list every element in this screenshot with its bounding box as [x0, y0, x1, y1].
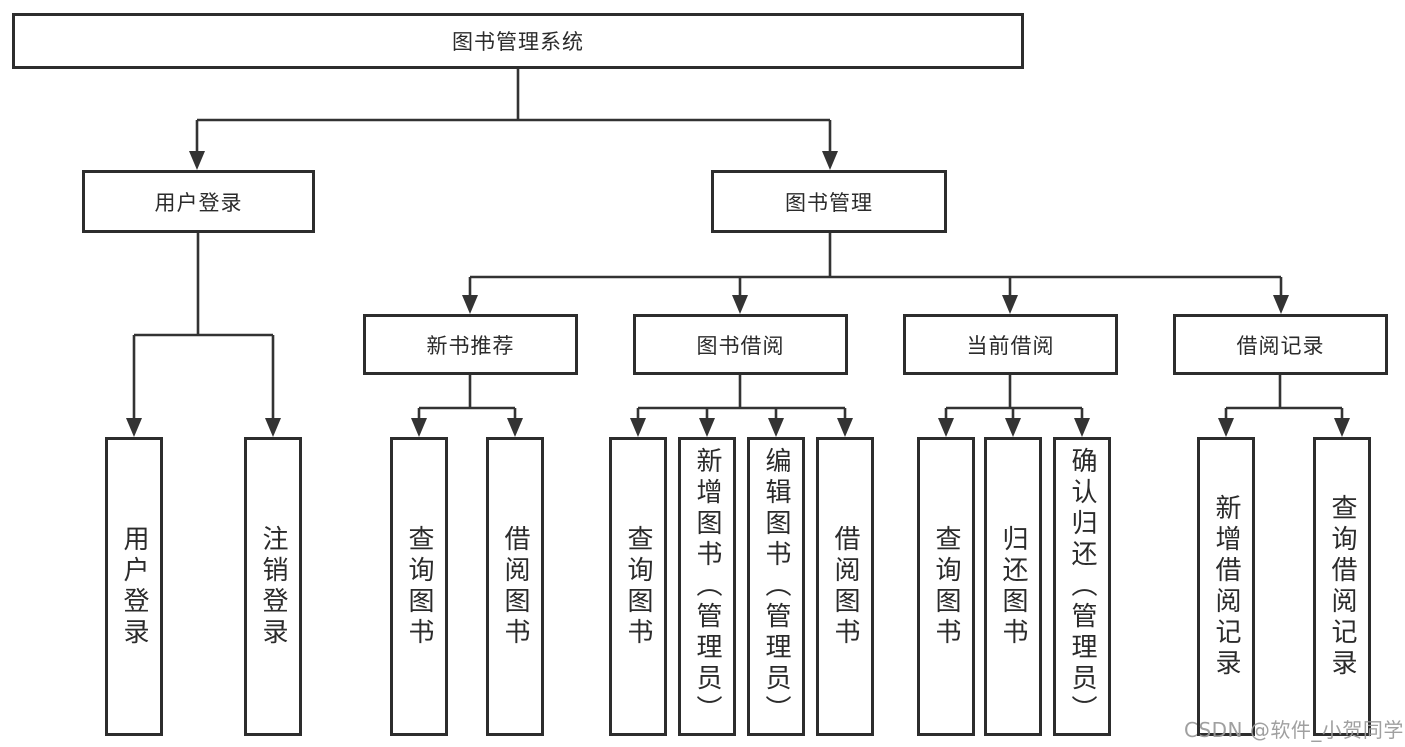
node-label: 借阅图书 [830, 524, 860, 649]
node-label: 查询借阅记录 [1327, 493, 1357, 680]
arrowheads-group [126, 151, 1350, 437]
node-label: 新书推荐 [426, 333, 515, 358]
node-leaf-query-book-cb: 查询图书 [917, 437, 975, 736]
node-leaf-query-borrow-record: 查询借阅记录 [1313, 437, 1371, 736]
node-borrow-records: 借阅记录 [1173, 314, 1388, 375]
node-label: 图书管理 [785, 190, 873, 215]
node-leaf-query-book-rec: 查询图书 [390, 437, 448, 736]
node-label: 用户登录 [154, 190, 243, 215]
node-leaf-edit-book: 编辑图书（管理员） [747, 437, 805, 736]
node-new-book-recommend: 新书推荐 [363, 314, 578, 375]
node-leaf-query-book-bb: 查询图书 [609, 437, 667, 736]
node-current-borrow: 当前借阅 [903, 314, 1118, 375]
node-root: 图书管理系统 [12, 13, 1024, 69]
node-label: 确认归还（管理员） [1067, 447, 1097, 726]
node-book-management: 图书管理 [711, 170, 947, 233]
node-label: 编辑图书（管理员） [761, 447, 791, 726]
node-leaf-borrow-book-bb: 借阅图书 [816, 437, 874, 736]
node-leaf-logout: 注销登录 [244, 437, 302, 736]
node-label: 新增图书（管理员） [692, 447, 722, 726]
node-label: 新增借阅记录 [1211, 493, 1241, 680]
node-label: 用户登录 [119, 524, 149, 649]
node-leaf-borrow-book-rec: 借阅图书 [486, 437, 544, 736]
node-label: 注销登录 [258, 524, 288, 649]
node-label: 查询图书 [623, 524, 653, 649]
node-label: 当前借阅 [966, 333, 1055, 358]
node-label: 借阅图书 [500, 524, 530, 649]
node-leaf-return-book: 归还图书 [984, 437, 1042, 736]
csdn-watermark: CSDN @软件_小贺同学 [1184, 718, 1404, 742]
node-label: 借阅记录 [1236, 333, 1325, 358]
node-label: 图书管理系统 [452, 30, 584, 54]
node-leaf-add-borrow-record: 新增借阅记录 [1197, 437, 1255, 736]
node-user-login: 用户登录 [82, 170, 315, 233]
node-book-borrow: 图书借阅 [633, 314, 848, 375]
node-leaf-add-book: 新增图书（管理员） [678, 437, 736, 736]
node-label: 图书借阅 [696, 333, 785, 358]
node-label: 查询图书 [931, 524, 961, 649]
node-label: 归还图书 [998, 524, 1028, 649]
node-leaf-confirm-return: 确认归还（管理员） [1053, 437, 1111, 736]
node-label: 查询图书 [404, 524, 434, 649]
node-leaf-user-login: 用户登录 [105, 437, 163, 736]
